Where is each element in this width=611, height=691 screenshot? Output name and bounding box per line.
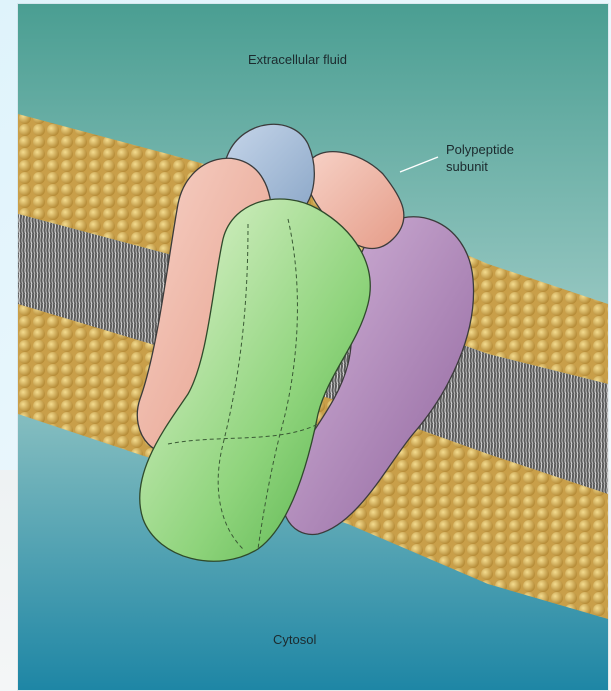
label-subunit: subunit [446, 159, 488, 174]
membrane-protein-illustration: Extracellular fluid Polypeptide subunit … [18, 4, 608, 690]
label-cytosol: Cytosol [273, 632, 316, 647]
membrane-protein-figure: Extracellular fluid Polypeptide subunit … [18, 4, 608, 690]
label-extracellular-fluid: Extracellular fluid [248, 52, 347, 67]
label-polypeptide: Polypeptide [446, 142, 514, 157]
